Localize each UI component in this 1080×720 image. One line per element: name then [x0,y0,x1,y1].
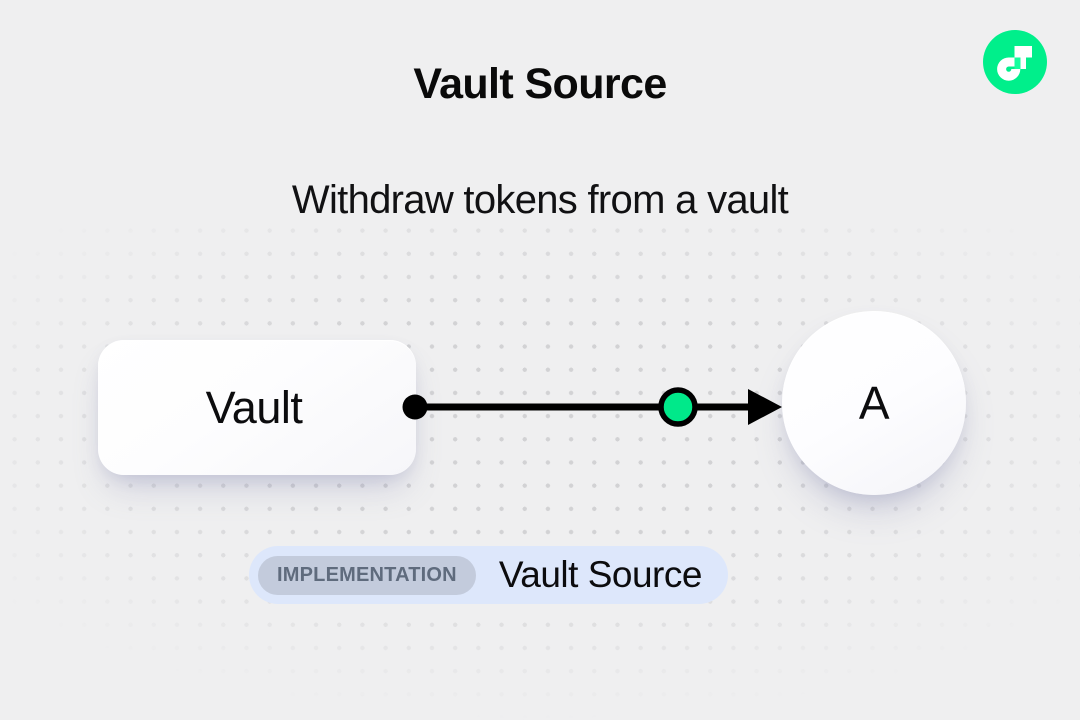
page-title: Vault Source [413,60,667,108]
page-subtitle: Withdraw tokens from a vault [291,178,789,222]
node-vault[interactable]: Vault [98,340,416,475]
node-vault-label: Vault [205,381,303,433]
edge-token-marker[interactable] [658,387,698,427]
edge-arrowhead [748,389,782,425]
implementation-tag-label: IMPLEMENTATION [258,555,476,595]
node-target-a-label: A [858,377,890,429]
implementation-name-label: Vault Source [498,554,703,595]
node-target-a[interactable]: A [782,311,966,495]
edge-source-handle[interactable] [402,394,428,420]
flow-logo-icon [983,30,1047,94]
implementation-badge[interactable]: IMPLEMENTATION Vault Source [249,546,728,604]
